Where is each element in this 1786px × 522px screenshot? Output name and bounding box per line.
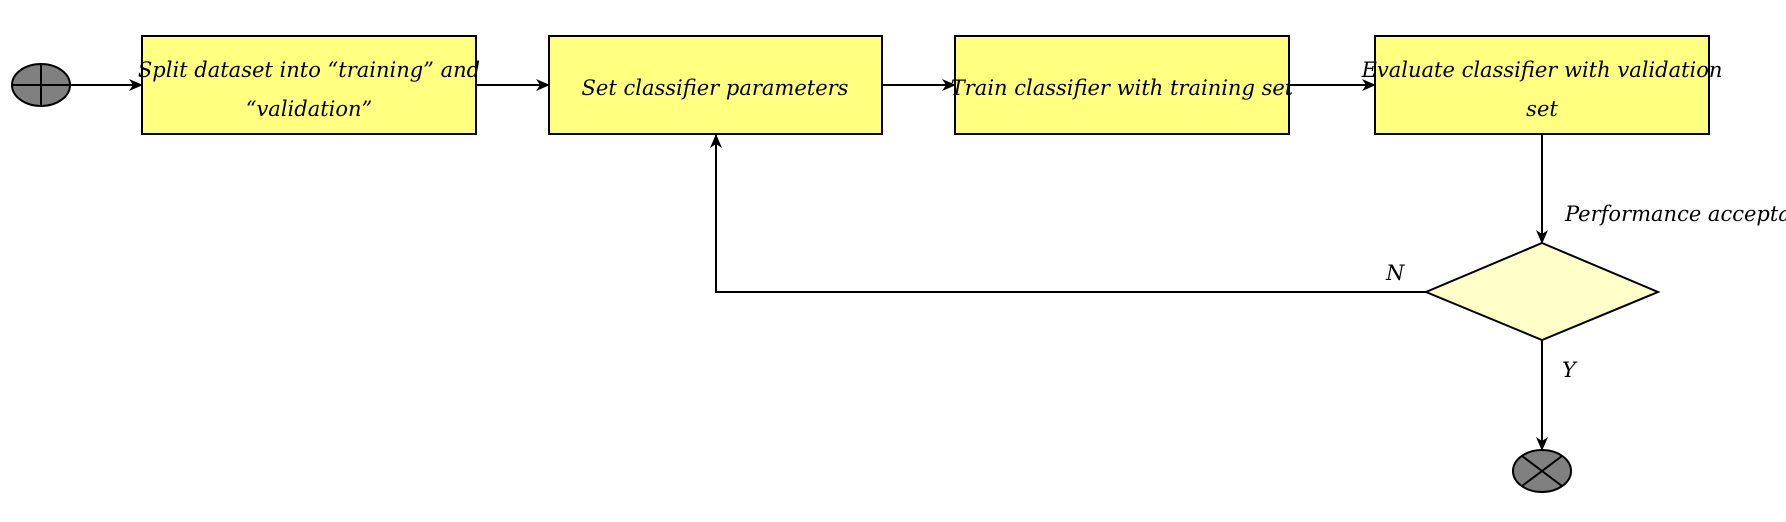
split-dataset-box: Split dataset into “training” and “valid… <box>138 35 480 135</box>
end-node-cross-b <box>1521 455 1563 487</box>
set-params-box: Set classifier parameters <box>548 35 883 135</box>
decision-node: Performance acceptable? <box>1423 202 1786 342</box>
start-node <box>11 63 71 107</box>
train-label: Train classifier with training set <box>951 76 1294 100</box>
decision-diamond <box>1423 241 1661 342</box>
evaluate-label-line2: set <box>1526 97 1558 121</box>
train-box: Train classifier with training set <box>951 35 1294 135</box>
edges <box>70 79 1548 451</box>
split-dataset-label-line2: “validation” <box>246 97 373 121</box>
decision-question-label: Performance acceptable? <box>1564 202 1786 226</box>
split-dataset-label-line1: Split dataset into “training” and <box>138 58 480 82</box>
split-dataset-rect <box>141 35 477 135</box>
yes-branch-label: Y <box>1562 358 1578 382</box>
edge-decision-no-loop <box>710 134 1426 293</box>
no-branch-label: N <box>1385 261 1405 285</box>
evaluate-label-line1: Evaluate classifier with validation <box>1361 58 1723 82</box>
train-rect <box>954 35 1290 135</box>
set-params-label: Set classifier parameters <box>582 76 849 100</box>
set-params-rect <box>548 35 883 135</box>
end-node <box>1512 449 1572 493</box>
evaluate-box: Evaluate classifier with validation set <box>1361 35 1723 135</box>
evaluate-rect <box>1374 35 1710 135</box>
